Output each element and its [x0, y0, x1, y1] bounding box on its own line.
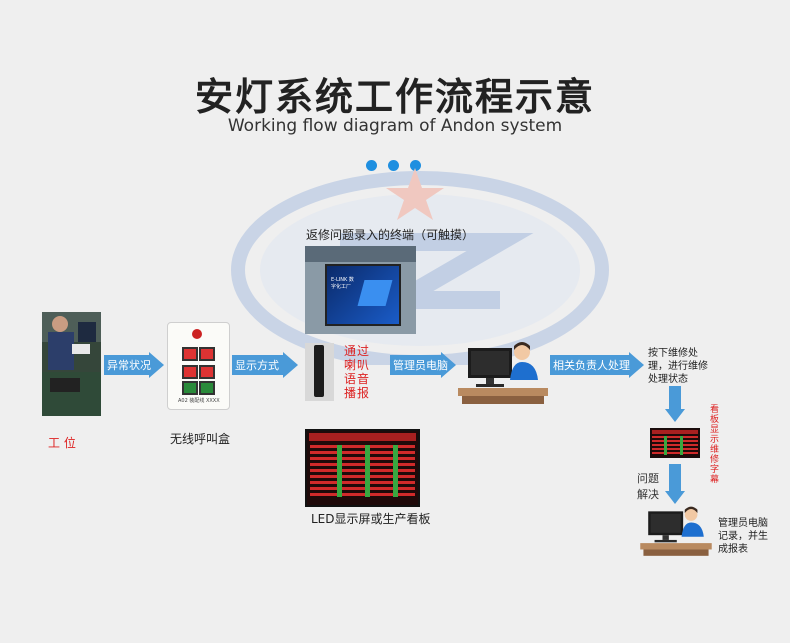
terminal-photo: E-LINK 数字化工厂: [305, 246, 416, 334]
terminal-label: 返修问题录入的终端（可触摸）: [306, 228, 475, 242]
speaker-photo: [305, 343, 334, 401]
speaker-label: 通过喇叭语音播报: [344, 344, 371, 400]
admin-record-illustration: [640, 506, 712, 556]
arrow-display-mode-label: 显示方式: [235, 359, 279, 372]
arrow-abnormal: 异常状况: [104, 352, 164, 378]
decor-dot: [366, 160, 377, 171]
admin-computer-illustration: [458, 342, 548, 404]
decor-dot: [388, 160, 399, 171]
page-subtitle: Working flow diagram of Andon system: [227, 116, 563, 136]
page-title: 安灯系统工作流程示意: [194, 75, 595, 119]
call-box-label: 无线呼叫盒: [170, 432, 231, 446]
workstation-label: 工 位: [48, 436, 76, 450]
led-board-photo: [305, 429, 420, 507]
workstation-photo: [42, 312, 101, 416]
repair-process-label: 按下维修处理，进行维修处理状态: [648, 348, 708, 385]
watermark-logo: [231, 168, 609, 365]
arrow-responsible: 相关负责人处理: [550, 352, 644, 378]
arrow-display-mode: 显示方式: [232, 352, 298, 378]
small-led-board: [650, 428, 700, 458]
arrow-responsible-label: 相关负责人处理: [553, 359, 630, 372]
terminal-screen-text: E-LINK 数字化工厂: [331, 277, 354, 290]
indicator-light-icon: [192, 329, 202, 339]
arrow-admin-pc: 管理员电脑: [390, 352, 456, 378]
arrow-down-2: [665, 464, 685, 504]
call-box-text: A02 装配线 XXXX: [178, 398, 220, 404]
wireless-call-box: A02 装配线 XXXX: [167, 322, 230, 410]
admin-record-label: 管理员电脑记录，并生成报表: [718, 518, 768, 555]
arrow-abnormal-label: 异常状况: [107, 359, 151, 372]
arrow-admin-pc-label: 管理员电脑: [393, 359, 448, 372]
board-caption-label: 看板显示维修字幕: [708, 404, 718, 484]
problem-solved-label: 问题解决: [637, 472, 659, 501]
decor-dot: [410, 160, 421, 171]
arrow-down-1: [665, 386, 685, 422]
led-board-label: LED显示屏或生产看板: [311, 512, 431, 526]
